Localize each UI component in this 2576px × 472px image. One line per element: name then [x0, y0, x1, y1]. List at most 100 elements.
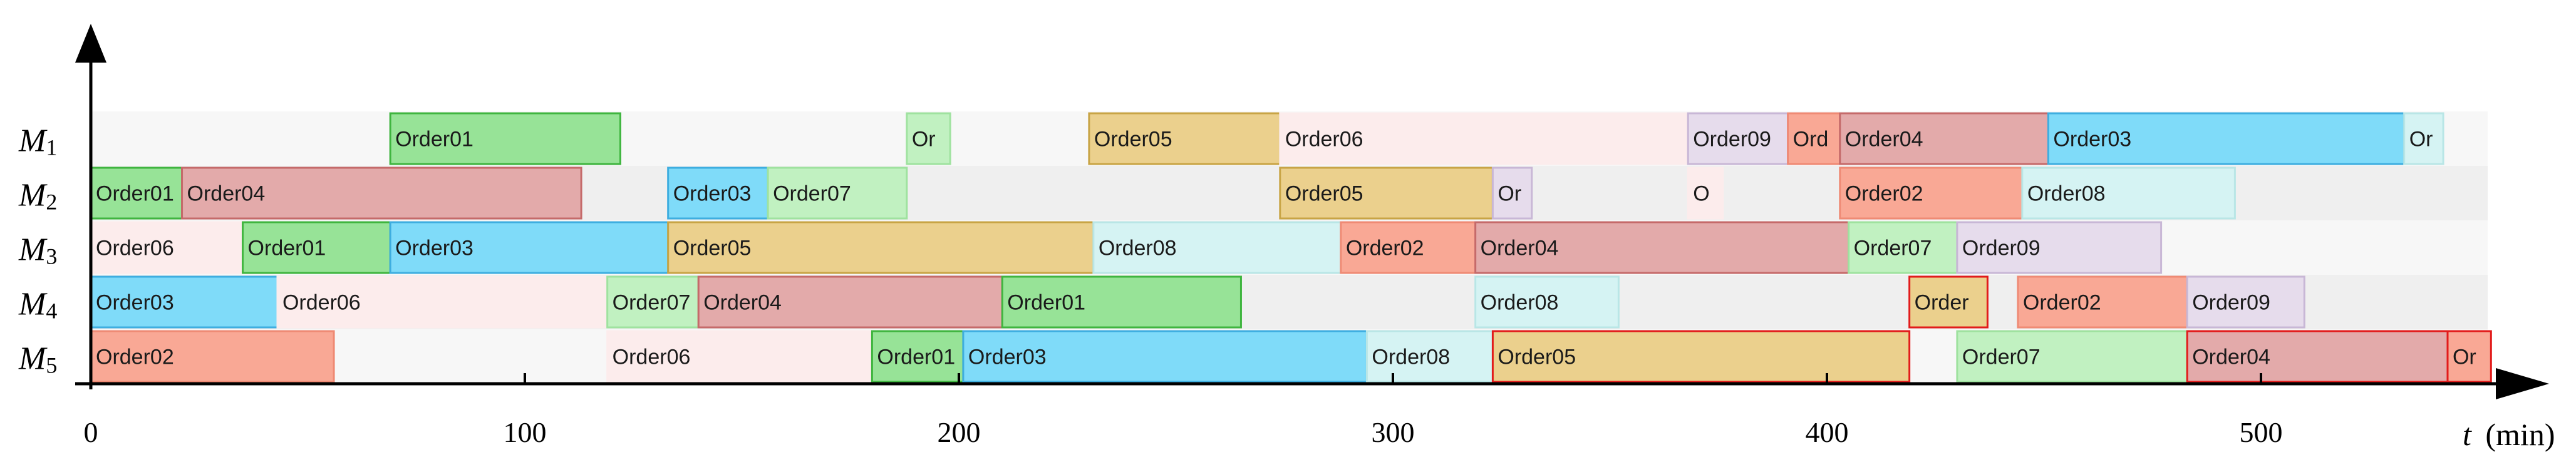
task-bar-label: Order05: [673, 237, 752, 260]
task-bar-rect: [767, 167, 908, 220]
task-bar-label: Order08: [1481, 291, 1559, 315]
task-bar-label: Order05: [1094, 128, 1172, 151]
machine-label-m3: M3: [18, 232, 57, 269]
task-bar-order01-m5: Order01: [871, 330, 965, 383]
task-bar-order02-m2: Order02: [1839, 167, 2024, 220]
task-bar-order07-m3: Order07: [1848, 221, 1958, 274]
task-bar-label: Order02: [1346, 237, 1424, 260]
task-bar-label: Order06: [96, 237, 174, 260]
task-bar-label: Order08: [1372, 346, 1450, 369]
task-bar-label: Order06: [282, 291, 361, 315]
task-bar-rect: [871, 330, 965, 383]
task-bar-order03-m4: Order03: [90, 275, 279, 329]
task-bar-rect: [1787, 112, 1841, 165]
task-bar-label: Order05: [1497, 346, 1576, 369]
axes: [75, 24, 2549, 399]
task-bar-label: Order03: [968, 346, 1047, 369]
task-bar-label: Order09: [1693, 128, 1771, 151]
task-bar-label: Order03: [2053, 128, 2131, 151]
task-bar-rect: [697, 275, 1003, 329]
task-bar-label: Order02: [96, 346, 174, 369]
task-bar-rect: [1279, 112, 1689, 165]
task-bar-rect: [1848, 221, 1958, 274]
task-bar-label: Order04: [1845, 128, 1923, 151]
task-bar-rect: [1687, 112, 1789, 165]
task-bar-rect: [181, 167, 582, 220]
x-tick-label: 200: [938, 416, 981, 448]
task-bar-order03-m3: Order03: [389, 221, 670, 274]
task-bar-rect: [1474, 275, 1620, 329]
task-bar-label: Order03: [96, 291, 174, 315]
task-bar-label: Or: [912, 128, 936, 151]
task-bar-rect: [1491, 167, 1533, 220]
task-bar-order03-m5: Order03: [962, 330, 1368, 383]
task-bar-rect: [242, 221, 391, 274]
task-bar-rect: [276, 275, 609, 329]
task-bar-rect: [906, 112, 951, 165]
task-bar-label: Order08: [2027, 182, 2106, 206]
task-bar-rect: [1340, 221, 1477, 274]
task-bar-order06-m1: Order06: [1279, 112, 1689, 165]
task-bar-rect: [1491, 330, 1911, 383]
task-bar-order03-m1: Order03: [2047, 112, 2406, 165]
task-bar-rect: [90, 221, 244, 274]
task-bar-label: Order01: [877, 346, 955, 369]
task-bar-rect: [1839, 112, 2049, 165]
task-bar-rect: [1001, 275, 1242, 329]
task-bar-order01-m1: Order01: [389, 112, 621, 165]
x-axis-variable: t: [2463, 417, 2472, 452]
task-bar-label: Order01: [1007, 291, 1085, 315]
task-bar-order04-m2: Order04: [181, 167, 582, 220]
task-bar-label: Order04: [1481, 237, 1559, 260]
task-bar-order07-m1: Or: [906, 112, 951, 165]
x-tick-label: 400: [1806, 416, 1849, 448]
task-bar-order07-m4: Order07: [606, 275, 700, 329]
x-tick-label: 500: [2240, 416, 2283, 448]
task-bar-order04-m1: Order04: [1839, 112, 2049, 165]
task-bar-order05-m3: Order05: [667, 221, 1095, 274]
task-bar-order02-m5: Order02: [90, 330, 335, 383]
task-bar-rect: [1365, 330, 1494, 383]
task-bar-order06-m3: Order06: [90, 221, 244, 274]
task-bar-label: Order04: [187, 182, 266, 206]
task-bar-label: Or: [1497, 182, 1521, 206]
task-bar-rect: [1279, 167, 1494, 220]
task-bar-order06-m5: Order06: [606, 330, 873, 383]
task-bar-rect: [667, 221, 1095, 274]
task-bar-order02-m5: Or: [2446, 330, 2492, 383]
task-bar-order01-m2: Order01: [90, 167, 184, 220]
task-bar-order01-m4: Order01: [1001, 275, 1242, 329]
task-bar-label: Order09: [2192, 291, 2270, 315]
task-bar-label: Order08: [1099, 237, 1177, 260]
task-bar-label: Order07: [773, 182, 851, 206]
task-bar-order02-m4: Order02: [2017, 275, 2188, 329]
task-bar-order05-m1: Order05: [1088, 112, 1281, 165]
task-bar-label: Order02: [1845, 182, 1923, 206]
task-bar-rect: [2186, 330, 2449, 383]
task-bar-rect: [2017, 275, 2188, 329]
task-bar-label: Order: [1915, 291, 1969, 315]
task-bar-label: Order04: [2192, 346, 2270, 369]
task-bar-label: Order04: [703, 291, 782, 315]
task-bar-rect: [90, 330, 335, 383]
task-bar-rect: [2047, 112, 2406, 165]
x-axis-arrowhead: [2496, 368, 2549, 399]
task-bar-order09-m2: Or: [1491, 167, 1533, 220]
task-bar-rect: [1908, 275, 1989, 329]
task-bar-order01-m3: Order01: [242, 221, 391, 274]
task-bar-order04-m5: Order04: [2186, 330, 2449, 383]
x-axis-title: t (min): [2463, 417, 2555, 452]
task-bar-label: Order06: [1285, 128, 1363, 151]
task-bar-order07-m5: Order07: [1956, 330, 2188, 383]
x-axis-unit: (min): [2485, 417, 2555, 452]
task-bar-rect: [2186, 275, 2305, 329]
machine-label-m1: M1: [18, 123, 57, 160]
task-bar-order05-m4: Order: [1908, 275, 1989, 329]
task-bar-rect: [667, 167, 769, 220]
task-bar-label: Order01: [248, 237, 326, 260]
task-bar-order02-m1: Ord: [1787, 112, 1841, 165]
task-bar-order07-m2: Order07: [767, 167, 908, 220]
machine-label-m4: M4: [18, 287, 57, 324]
